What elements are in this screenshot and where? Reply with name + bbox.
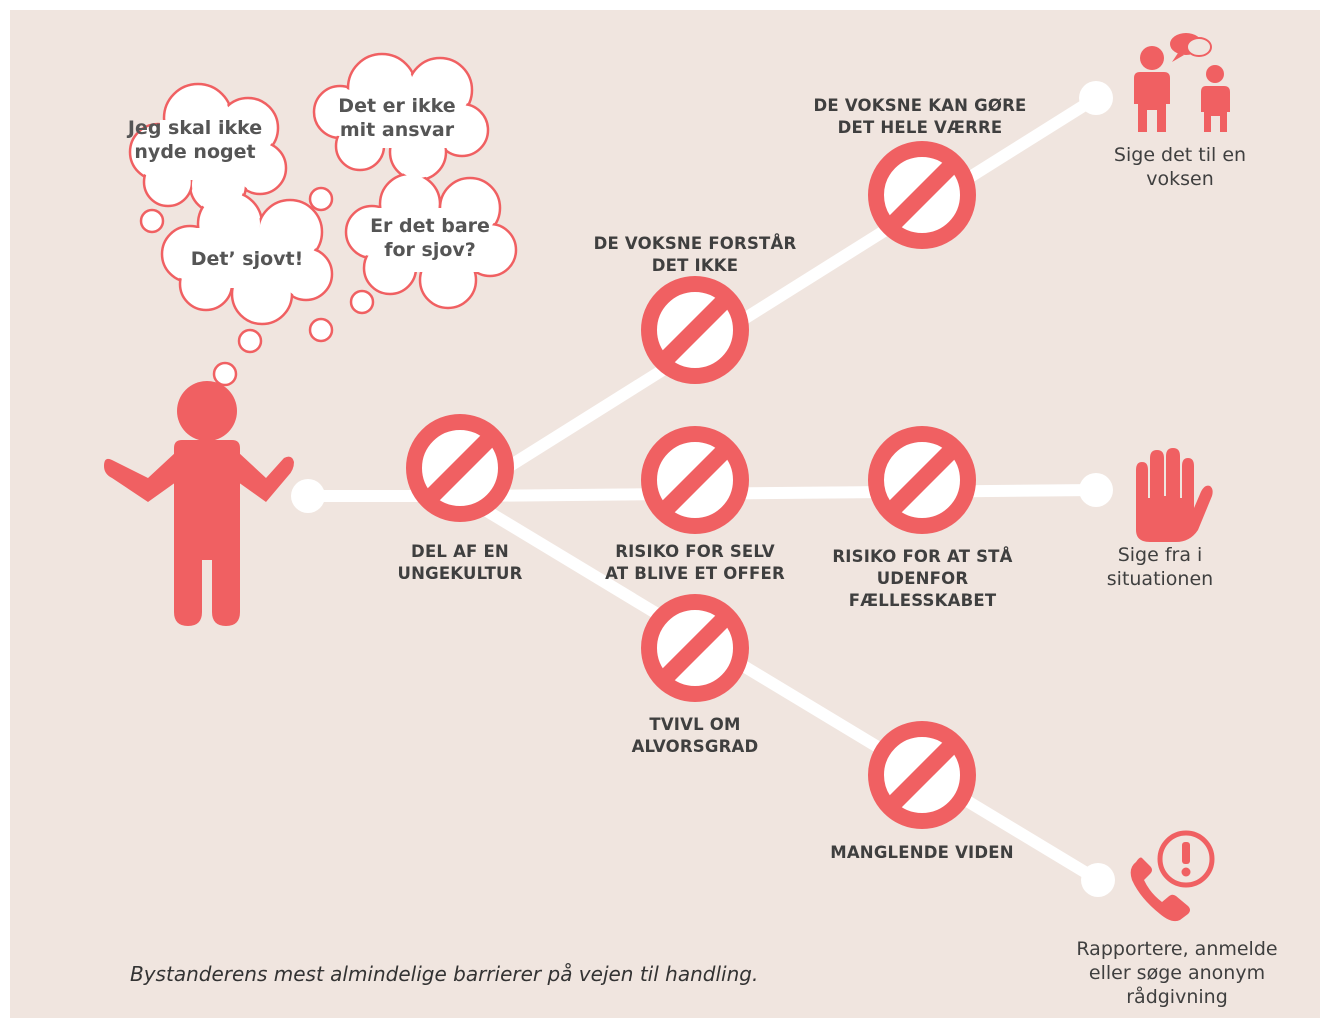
end-node-top — [1079, 81, 1113, 115]
barrier-label-adults-make-worse: DE VOKSNE KAN GØRE DET HELE VÆRRE — [813, 96, 1027, 137]
barrier-label-risk-victim: RISIKO FOR SELV AT BLIVE ET OFFER — [605, 542, 785, 583]
people-talking-icon — [1134, 33, 1230, 132]
barrier-label-adults-dont-understand: DE VOKSNE FORSTÅR DET IKKE — [593, 234, 797, 275]
barrier-label-lack-knowledge: MANGLENDE VIDEN — [830, 843, 1014, 862]
barrier-label-doubt-severity: TVIVL OM ALVORSGRAD — [631, 715, 759, 756]
decision-paths — [302, 92, 1104, 886]
path-nodes — [291, 81, 1115, 897]
barrier-label-risk-outside: RISIKO FOR AT STÅ UDENFOR FÆLLESSKABET — [832, 547, 1013, 610]
barrier-label-youth-culture: DEL AF EN UNGEKULTUR — [397, 542, 523, 583]
thought-text-1: Jeg skal ikke nyde noget — [127, 117, 263, 163]
end-node-middle — [1079, 473, 1113, 507]
diagram-caption: Bystanderens mest almindelige barrierer … — [130, 962, 759, 986]
no-sign-icon-adults-dont-understand — [641, 276, 749, 384]
thought-text-2: Det er ikke mit ansvar — [338, 95, 456, 141]
outcome-tell-adult: Sige det til en voksen — [1113, 144, 1247, 190]
start-node — [291, 479, 325, 513]
thought-text-3: Det’ sjovt! — [190, 248, 304, 270]
outcome-speak-up: Sige fra i situationen — [1106, 544, 1214, 590]
phone-alert-icon — [1130, 830, 1215, 922]
thought-dots — [139, 186, 375, 387]
outcome-report: Rapportere, anmelde eller søge anonym rå… — [1076, 938, 1278, 1008]
path-upper — [456, 92, 1102, 502]
no-sign-icon-doubt-severity — [641, 594, 749, 702]
no-sign-icon-risk-outside — [868, 426, 976, 534]
path-middle — [456, 484, 1102, 502]
no-sign-icon-lack-knowledge — [868, 721, 976, 829]
bystander-person-icon — [104, 381, 294, 626]
no-sign-icon-risk-victim — [641, 426, 749, 534]
end-node-bottom — [1081, 863, 1115, 897]
no-sign-icon-adults-make-worse — [868, 141, 976, 249]
no-sign-icon-youth-culture — [406, 414, 514, 522]
path-lower — [456, 490, 1104, 886]
stop-hand-icon — [1136, 448, 1213, 542]
thought-text-4: Er det bare for sjov? — [370, 215, 490, 261]
